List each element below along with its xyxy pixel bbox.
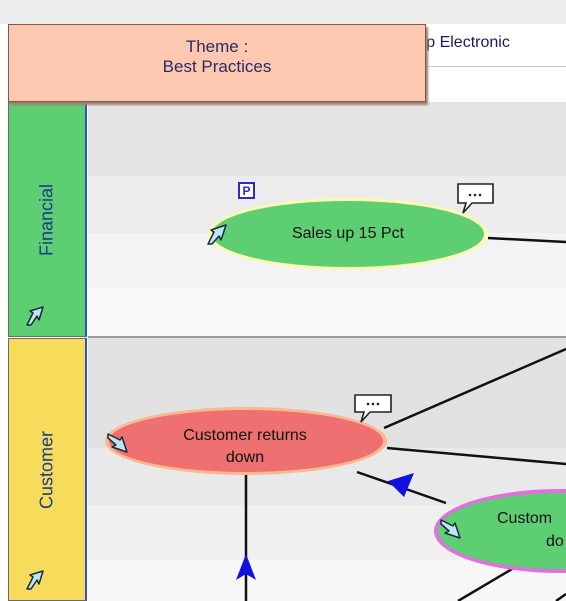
theme-name: Best Practices <box>162 57 272 76</box>
link-arrow-icon[interactable] <box>23 567 49 593</box>
returns-node[interactable] <box>109 410 383 472</box>
lane-financial[interactable]: Financial <box>8 102 87 337</box>
top-strip <box>0 0 566 24</box>
custom-node[interactable] <box>438 493 566 569</box>
custom-node-label-line2: do <box>546 533 564 550</box>
sales-node-label: Sales up 15 Pct <box>291 225 405 242</box>
header-bar <box>412 24 566 67</box>
comment-icon[interactable] <box>354 394 392 423</box>
connector-edge[interactable] <box>555 592 566 601</box>
lane-separator <box>88 336 566 338</box>
returns-node-label-line1: Customer returns <box>183 427 307 444</box>
custom-node-label-line1: Custom <box>497 510 553 527</box>
customer-band-4 <box>88 560 566 601</box>
connector-returns-right[interactable] <box>386 446 566 466</box>
theme-box[interactable]: Theme : Best Practices <box>8 24 426 102</box>
sales-node[interactable] <box>212 201 484 267</box>
lane-customer[interactable]: Customer <box>8 338 87 601</box>
link-arrow-icon[interactable] <box>440 519 461 539</box>
connector-sales-out[interactable] <box>487 236 566 244</box>
theme-label: Theme : <box>185 37 249 56</box>
arrowhead-icon <box>388 473 414 497</box>
p-badge-icon[interactable]: P <box>238 182 255 199</box>
returns-node-label-line2: down <box>225 449 265 466</box>
financial-band-1 <box>88 102 566 176</box>
header-title: orp Electronic <box>412 34 510 51</box>
link-arrow-icon[interactable] <box>23 303 49 329</box>
connector-custom-down[interactable] <box>457 567 513 601</box>
arrowhead-icon <box>236 554 256 580</box>
financial-band-4 <box>88 288 566 336</box>
comment-icon[interactable] <box>457 183 494 214</box>
connector-returns-up[interactable] <box>383 347 566 430</box>
link-arrow-icon[interactable] <box>207 224 227 245</box>
link-arrow-icon[interactable] <box>107 433 128 453</box>
